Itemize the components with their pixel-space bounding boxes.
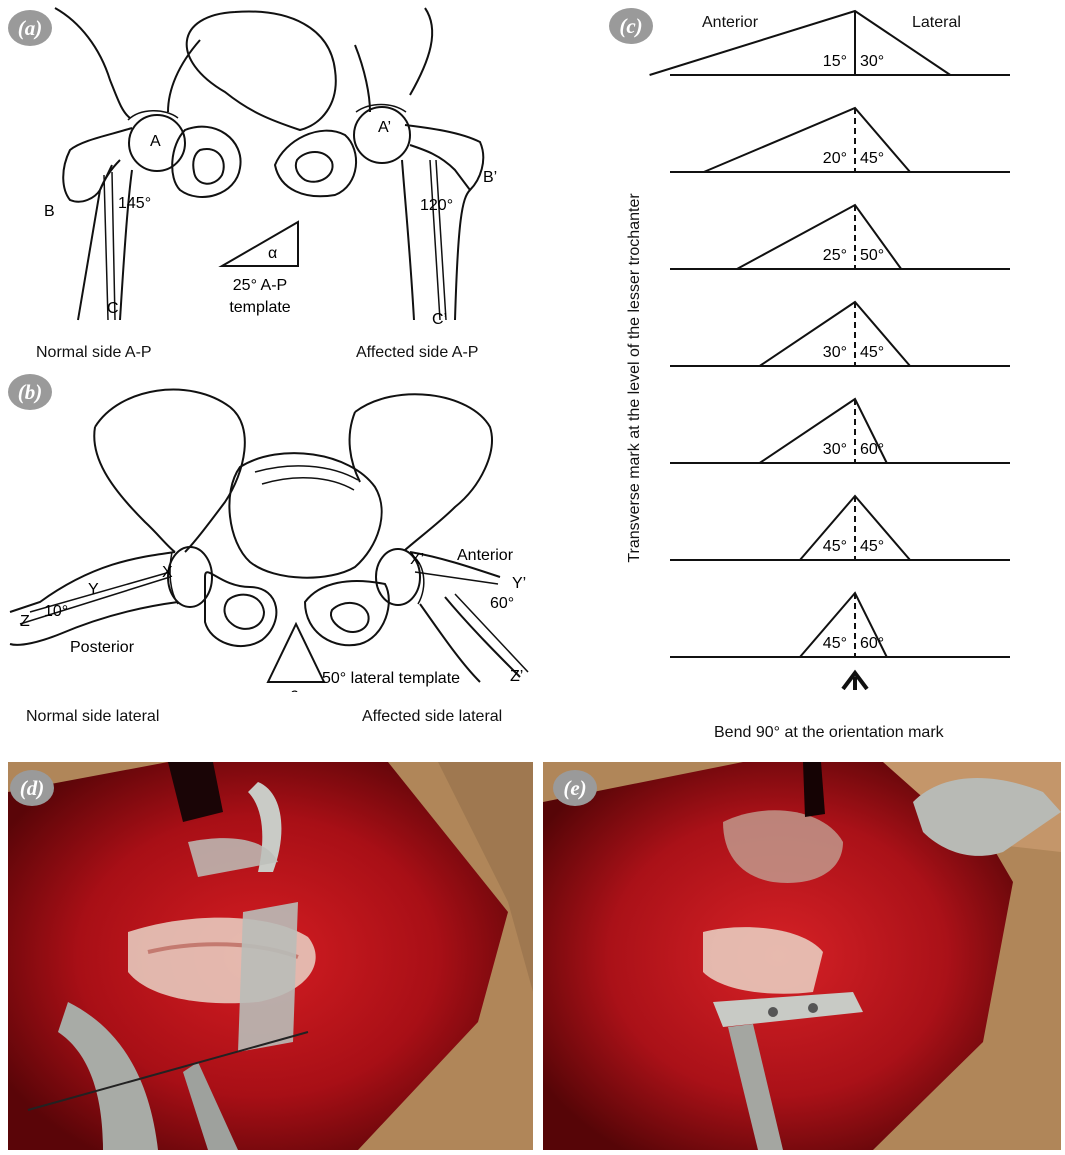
sacrum-outline	[187, 11, 336, 130]
surgical-photo-e	[543, 762, 1061, 1150]
panel-a: (a)	[0, 0, 600, 370]
label-A-prime: A’	[378, 119, 391, 136]
angle-normal-ap: 145°	[118, 195, 151, 212]
caption-affected-lateral: Affected side lateral	[362, 708, 502, 726]
bend-template-7: 45° 60°	[670, 593, 1010, 657]
panel-c-badge: (c)	[609, 8, 653, 44]
caption-normal-ap: Normal side A-P	[36, 344, 152, 362]
right-ilium-wing	[355, 394, 492, 550]
panel-c: (c) Anterior Lateral Transverse mark at …	[600, 0, 1065, 750]
anterior-label-b: Anterior	[457, 547, 514, 564]
template-right-angle: 50°	[860, 247, 884, 264]
ap-template-line2: template	[229, 299, 290, 316]
panel-e-badge: (e)	[553, 770, 597, 806]
label-Y-prime: Y’	[512, 575, 526, 592]
template-left-angle: 20°	[823, 150, 847, 167]
alpha-template-triangle	[222, 222, 298, 266]
bend-template-3: 25° 50°	[670, 205, 1010, 269]
template-left-angle: 45°	[823, 538, 847, 555]
panel-d-badge: (d)	[10, 770, 54, 806]
ap-template-line1: 25° A-P	[233, 277, 287, 294]
right-femur-outline	[402, 125, 483, 320]
template-triangle	[650, 11, 951, 75]
panel-b-badge: (b)	[8, 374, 52, 410]
template-right-angle: 60°	[860, 635, 884, 652]
label-C-prime: C’	[432, 311, 447, 328]
panel-a-badge: (a)	[8, 10, 52, 46]
left-ischium-outline	[172, 127, 240, 197]
label-X: X	[162, 564, 173, 581]
panel-b: (b)	[0, 372, 600, 732]
template-right-angle: 45°	[860, 344, 884, 361]
angle-normal-lateral: 10°	[44, 603, 68, 620]
label-A: A	[150, 133, 161, 150]
label-B-prime: B’	[483, 169, 497, 186]
lateral-template-label: 50° lateral template	[322, 670, 460, 687]
left-ilium-wing	[95, 390, 245, 552]
beta-template-triangle	[268, 624, 324, 682]
bend-template-4: 30° 45°	[670, 302, 1010, 366]
alpha-symbol: α	[268, 245, 277, 262]
template-right-angle: 45°	[860, 150, 884, 167]
label-Y: Y	[88, 581, 99, 598]
pelvis-ap-drawing: A B C 145° A’ B’ C’ 120° α 25° A-P templ…	[0, 0, 600, 340]
beta-symbol: β	[290, 689, 299, 692]
template-left-angle: 45°	[823, 635, 847, 652]
template-right-angle: 30°	[860, 53, 884, 70]
label-Z-prime: Z’	[510, 668, 523, 685]
panel-e-photo: (e)	[543, 762, 1061, 1150]
template-right-angle: 45°	[860, 538, 884, 555]
label-B: B	[44, 203, 55, 220]
label-Z: Z	[20, 613, 30, 630]
bend-template-2: 20° 45°	[670, 108, 1010, 172]
label-X-prime: X’	[410, 551, 424, 568]
bend-caption: Bend 90° at the orientation mark	[714, 724, 944, 742]
panel-d-photo: (d)	[8, 762, 533, 1150]
template-left-angle: 30°	[823, 441, 847, 458]
caption-affected-ap: Affected side A-P	[356, 344, 478, 362]
surgical-photo-d	[8, 762, 533, 1150]
bend-template-1: 15° 30°	[650, 11, 1010, 75]
posterior-label: Posterior	[70, 639, 135, 656]
template-right-angle: 60°	[860, 441, 884, 458]
template-left-angle: 15°	[823, 53, 847, 70]
angle-affected-ap: 120°	[420, 197, 453, 214]
caption-normal-lateral: Normal side lateral	[26, 708, 159, 726]
orientation-arrow	[843, 673, 867, 690]
label-C: C	[107, 300, 119, 317]
left-femur-outline	[63, 128, 132, 320]
left-femur-lateral	[10, 552, 178, 645]
right-ischium-outline	[275, 131, 356, 197]
template-left-angle: 30°	[823, 344, 847, 361]
pelvis-lateral-drawing: X Y Z 10° Posterior X’ Anterior Y’ 60° Z…	[0, 372, 600, 692]
bend-template-5: 30° 60°	[670, 399, 1010, 463]
template-left-angle: 25°	[823, 247, 847, 264]
bend-templates: 15° 30° 20° 45° 25° 50° 30° 45° 30° 60° 45° 45° 45° 6…	[600, 0, 1065, 690]
angle-affected-lateral: 60°	[490, 595, 514, 612]
sacrum-lateral	[229, 453, 381, 578]
bend-template-6: 45° 45°	[670, 496, 1010, 560]
right-femur-lateral	[410, 552, 520, 682]
